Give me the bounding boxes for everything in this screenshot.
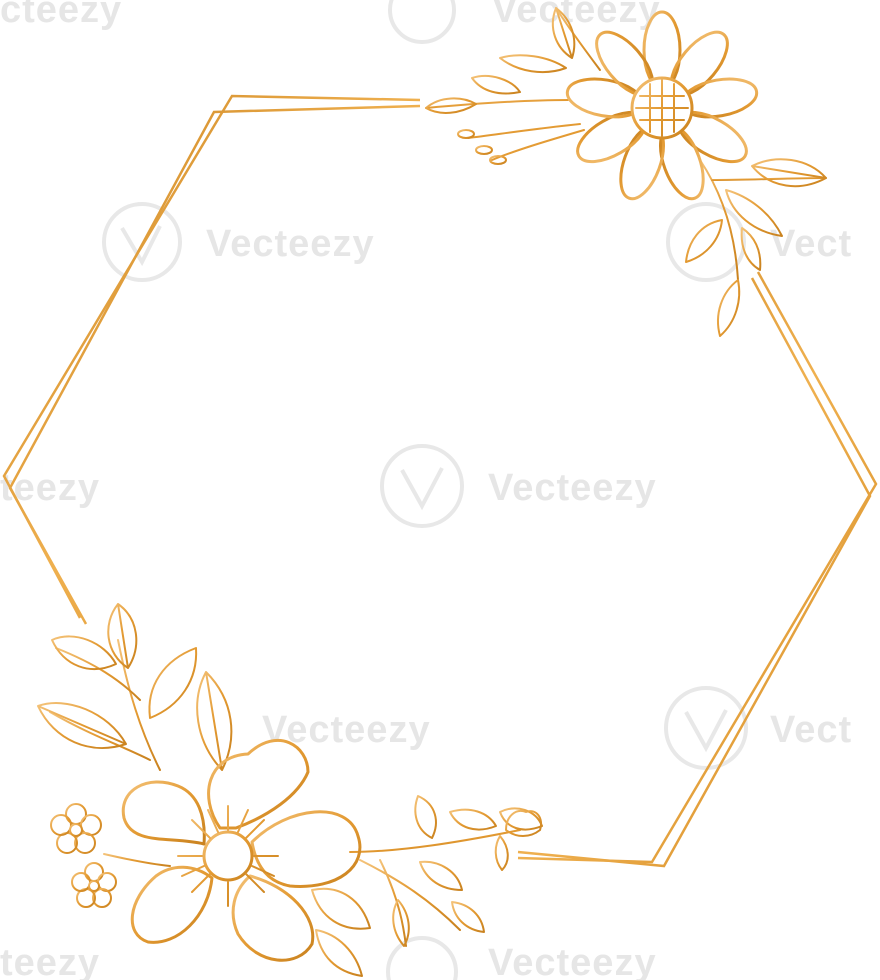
leaf-icon [107,603,138,669]
leaf-icon [414,795,437,839]
watermark-text: Vecteezy [262,709,431,751]
leaf-icon [471,74,521,95]
daisy-flower-icon [565,10,759,201]
leaf-icon [499,54,567,74]
watermark-text-top-left: cteezy [0,0,122,31]
leaf-icon [740,227,762,271]
leaf-icon [196,671,233,771]
rose-stem [117,639,161,771]
leaf-icon [717,279,741,337]
watermark-logo-icon [664,686,748,770]
watermark-logo-icon [102,202,182,282]
rose-stem [349,829,521,853]
watermark-v-icon [400,467,444,511]
watermark-row-4: Vecteezy Vect [262,686,852,770]
watermark-top: cteezy Vecteezy [0,0,661,44]
daisy-stem [467,123,581,139]
daisy-flower-bouquet [425,7,827,337]
watermark-text-top: Vecteezy [492,0,661,31]
leaf-icon [425,97,477,114]
watermark-v-icon [120,225,162,267]
leaf-icon [685,219,723,263]
leaf-icon [551,7,576,59]
hexagon-outline-inner [8,104,421,625]
watermark-text-partial: Vect [770,223,852,265]
hexagon-frame [2,94,878,868]
bud-icon [505,810,542,837]
watermark-layer: cteezy Vecteezy Vecteezy Vect teezy Vect… [0,0,852,980]
rose-stem [103,853,171,867]
leaf-icon [51,635,117,671]
watermark-row-2: Vecteezy Vect [102,202,852,282]
leaf-icon [449,808,497,831]
leaf-icon [725,189,783,237]
watermark-text: Vecteezy [206,223,375,265]
leaf-icon [392,899,410,947]
watermark-row-5: teezy Vecteezy [0,936,657,980]
daisy-stem [555,7,601,71]
watermark-v-icon [684,709,728,753]
watermark-logo-icon [666,202,746,282]
small-flower-icon [71,862,117,908]
rose-stem [49,711,151,761]
rose-stem [379,859,407,947]
watermark-row-3: teezy Vecteezy [0,444,657,528]
daisy-stem [711,177,827,181]
leaf-icon [37,702,127,749]
watermark-logo-icon [388,0,456,44]
leaf-icon [494,835,509,871]
small-flower-icon [50,803,102,854]
hexagon-outline-right-inner [517,277,872,868]
daisy-stem [491,129,585,161]
watermark-text: Vecteezy [488,942,657,980]
leaf-icon [311,887,371,930]
hexagon-outline-right-outer [517,271,878,864]
bud-icon [475,145,493,155]
watermark-text-partial: teezy [0,467,100,509]
leaf-icon [148,647,198,719]
hexagon-outline-outer [2,94,421,619]
rose-stem [359,859,461,931]
watermark-text: Vecteezy [488,467,657,509]
rose-stem [55,647,141,701]
watermark-logo-icon [380,444,464,528]
rose-flower-bouquet [37,603,543,977]
watermark-text-partial: teezy [0,942,100,980]
daisy-stem [425,99,569,109]
daisy-stem [699,159,739,281]
watermark-text-partial: Vect [770,709,852,751]
leaf-icon [751,158,827,188]
leaf-icon [451,901,485,933]
leaf-icon [315,929,363,977]
watermark-logo-icon [386,936,458,980]
wild-rose-flower-icon [121,738,362,962]
bud-icon [457,129,475,139]
bud-icon [489,155,507,165]
leaf-icon [419,860,463,891]
